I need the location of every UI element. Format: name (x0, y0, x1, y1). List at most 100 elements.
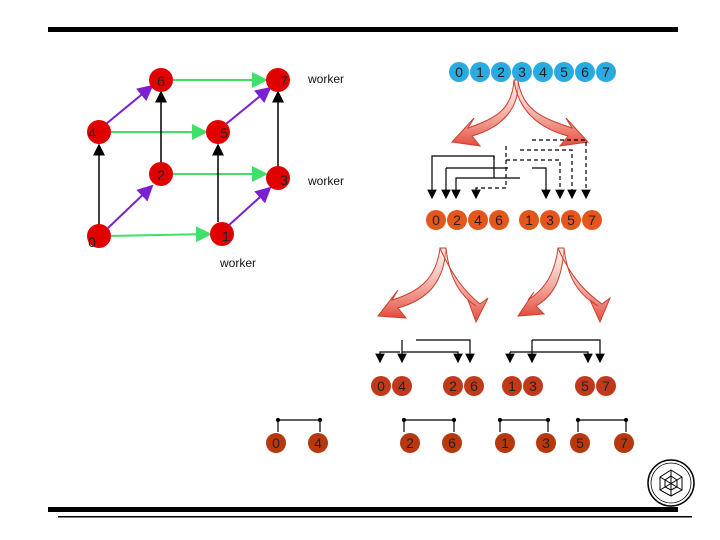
level2-node-label: 0 (377, 378, 385, 394)
level1-left-node-circle (426, 210, 446, 230)
level1-right-node-circle (582, 210, 602, 230)
cube-node-label: 0 (88, 234, 96, 250)
cube-node-label: 4 (88, 125, 96, 141)
level1-left-node-label: 2 (453, 212, 461, 228)
split-arrow-root (450, 79, 590, 147)
edge-0-2 (107, 184, 154, 229)
edge-4-6 (105, 84, 154, 125)
cube-node-label: 1 (222, 228, 230, 244)
root-node-circle (512, 62, 532, 82)
level2-node-circle (502, 376, 522, 396)
hypercube-diagram: 6 7 4 5 2 3 0 1 worker wo (87, 68, 344, 270)
cube-node-6: 6 (149, 68, 173, 92)
split-arrow-left (377, 247, 489, 324)
level2-distribution-brackets (275, 417, 629, 432)
level2-node-label: 1 (508, 378, 516, 394)
worker-label: worker (307, 72, 344, 86)
level1-left-node-label: 6 (495, 212, 503, 228)
leaf-node-label: 4 (314, 435, 322, 451)
split-arrow-right (517, 247, 612, 324)
root-node-circle (596, 62, 616, 82)
level1-right-node-circle (540, 210, 560, 230)
root-node-label: 6 (581, 64, 589, 80)
level2-node-label: 5 (581, 378, 589, 394)
top-rule (48, 27, 678, 32)
level2-node-circle (464, 376, 484, 396)
root-node-label: 1 (476, 64, 484, 80)
root-node-label: 5 (560, 64, 568, 80)
leaf-row: 0 4 2 6 1 3 5 7 (266, 433, 634, 453)
leaf-node-label: 1 (501, 435, 509, 451)
cube-node-0: 0 (87, 224, 111, 250)
leaf-node-label: 6 (448, 435, 456, 451)
level2-node-circle (523, 376, 543, 396)
level2-node-label: 7 (602, 378, 610, 394)
cube-node-5: 5 (206, 120, 230, 144)
level1-left-node-label: 4 (474, 212, 482, 228)
cube-node-label: 7 (280, 73, 288, 89)
level1-distribution-brackets (375, 339, 605, 364)
root-distribution-brackets (427, 139, 591, 200)
edge-0-1 (105, 226, 212, 243)
level2-node-label: 4 (398, 378, 406, 394)
leaf-node-circle (495, 433, 515, 453)
level2-node-circle (443, 376, 463, 396)
level1-right-node-label: 5 (567, 212, 575, 228)
leaf-node-label: 2 (406, 435, 414, 451)
root-node-circle (533, 62, 553, 82)
root-node-label: 3 (518, 64, 526, 80)
cube-node-label: 5 (220, 125, 228, 141)
leaf-node-circle (614, 433, 634, 453)
level2-node-circle (596, 376, 616, 396)
root-node-circle (575, 62, 595, 82)
cube-node-label: 3 (280, 172, 288, 188)
leaf-node-label: 0 (272, 435, 280, 451)
level1-left-node-circle (468, 210, 488, 230)
root-node-circle (491, 62, 511, 82)
root-node-circle (470, 62, 490, 82)
leaf-node-label: 7 (620, 435, 628, 451)
cube-node-label: 2 (157, 167, 165, 183)
cube-node-2: 2 (149, 162, 173, 186)
root-node-label: 7 (602, 64, 610, 80)
level2-node-circle (575, 376, 595, 396)
cube-node-3: 3 (266, 166, 290, 190)
level1-right-node-circle (519, 210, 539, 230)
leaf-node-circle (400, 433, 420, 453)
root-node-label: 0 (455, 64, 463, 80)
worker-label: worker (307, 174, 344, 188)
leaf-node-label: 3 (542, 435, 550, 451)
university-seal-icon (647, 459, 695, 507)
worker-label: worker (219, 256, 256, 270)
root-node-label: 4 (539, 64, 547, 80)
leaf-node-circle (536, 433, 556, 453)
level1-right-node-label: 1 (525, 212, 533, 228)
bottom-rule (48, 507, 678, 512)
level1-right-node-label: 7 (588, 212, 596, 228)
level2-node-label: 3 (529, 378, 537, 394)
cube-node-1: 1 (210, 222, 234, 246)
edge-5-7 (225, 86, 272, 125)
level1-left-node-label: 0 (432, 212, 440, 228)
leaf-node-circle (266, 433, 286, 453)
level2-node-label: 2 (449, 378, 457, 394)
level1-right-node-label: 3 (546, 212, 554, 228)
edge-1-3 (227, 186, 272, 227)
leaf-node-circle (442, 433, 462, 453)
level1-left-node-circle (447, 210, 467, 230)
leaf-node-label: 5 (576, 435, 584, 451)
level2-node-label: 6 (470, 378, 478, 394)
level2-node-circle (371, 376, 391, 396)
leaf-node-circle (308, 433, 328, 453)
cube-node-label: 6 (157, 73, 165, 89)
root-node-circle (554, 62, 574, 82)
leaf-node-circle (570, 433, 590, 453)
root-node-circle (449, 62, 469, 82)
level2-node-circle (392, 376, 412, 396)
level1-right-node-circle (561, 210, 581, 230)
cube-node-4: 4 (87, 120, 111, 144)
